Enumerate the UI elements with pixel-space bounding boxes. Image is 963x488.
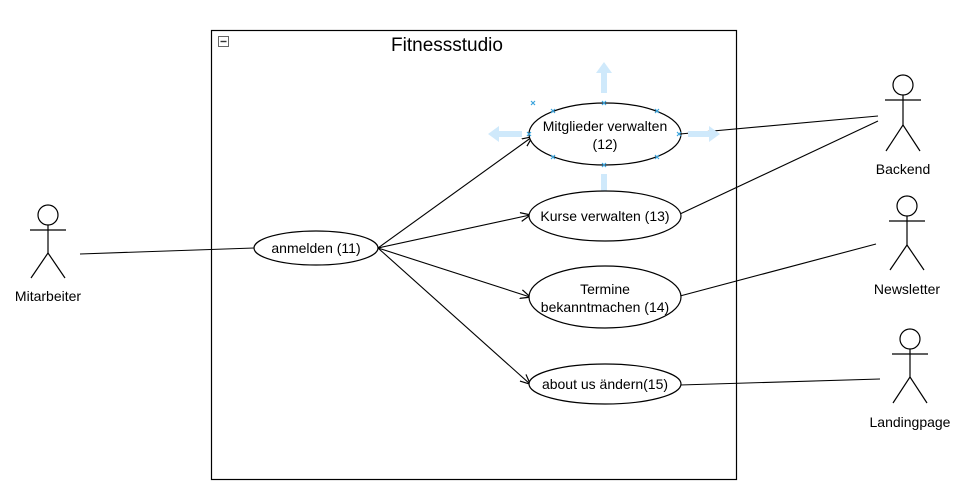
resize-handle[interactable] [530,100,536,106]
use-case-termine-label-line2: bekanntmachen (14) [541,299,669,315]
actor-backend[interactable]: Backend [876,74,930,177]
association-mitarbeiter-anmelden[interactable] [79,247,255,255]
collapse-icon[interactable] [218,36,229,47]
actor-backend-label: Backend [876,161,930,177]
use-case-mitglieder-label-line2: (12) [593,136,618,152]
use-case-mitglieder-verwalten[interactable]: Mitglieder verwalten (12) [528,102,682,166]
actor-mitarbeiter-label: Mitarbeiter [15,288,81,304]
selection-handles [526,100,682,168]
association-kurse-backend[interactable] [679,120,879,215]
include-anmelden-kurse[interactable] [377,215,530,249]
actor-newsletter-label: Newsletter [874,281,940,297]
resize-handle[interactable] [654,154,660,160]
use-case-termine-bekanntmachen[interactable]: Termine bekanntmachen (14) [528,265,682,329]
use-case-aboutus-label: about us ändern(15) [542,376,668,392]
actor-landingpage[interactable]: Landingpage [870,328,951,430]
actor-mitarbeiter[interactable]: Mitarbeiter [15,204,81,304]
association-termine-newsletter[interactable] [679,243,877,297]
stick-figure-icon [30,204,66,279]
include-anmelden-aboutus[interactable] [377,247,530,384]
arrow-left-icon[interactable] [488,126,522,142]
use-case-about-us-aendern[interactable]: about us ändern(15) [528,363,682,405]
actor-landingpage-label: Landingpage [870,414,951,430]
use-case-anmelden-label: anmelden (11) [271,240,360,256]
use-case-anmelden-ellipse[interactable] [253,230,379,266]
resize-handle[interactable] [601,162,607,168]
stick-figure-icon [885,74,921,152]
actor-newsletter[interactable]: Newsletter [874,195,940,297]
resize-handle[interactable] [550,154,556,160]
use-case-termine-ellipse[interactable] [528,265,682,329]
use-case-mitglieder-label-line1: Mitglieder verwalten [543,118,668,134]
arrow-right-icon[interactable] [688,126,720,142]
stick-figure-icon [892,328,928,404]
system-title: Fitnessstudio [391,35,503,56]
include-anmelden-termine[interactable] [377,247,530,297]
association-aboutus-landingpage[interactable] [679,378,881,386]
arrow-up-icon[interactable] [596,62,612,93]
resize-handle[interactable] [676,131,682,137]
resize-handle[interactable] [601,100,607,106]
use-case-anmelden[interactable]: anmelden (11) [253,230,379,266]
include-anmelden-mitglieder[interactable] [377,137,532,249]
use-case-kurse-label: Kurse verwalten (13) [540,208,669,224]
stick-figure-icon [889,195,925,271]
resize-handle[interactable] [526,131,532,137]
use-case-aboutus-ellipse[interactable] [528,363,682,405]
use-case-kurse-verwalten[interactable]: Kurse verwalten (13) [528,190,682,242]
use-case-termine-label-line1: Termine [580,281,630,297]
resize-handle[interactable] [550,108,556,114]
resize-handle[interactable] [654,108,660,114]
use-case-kurse-ellipse[interactable] [528,190,682,242]
